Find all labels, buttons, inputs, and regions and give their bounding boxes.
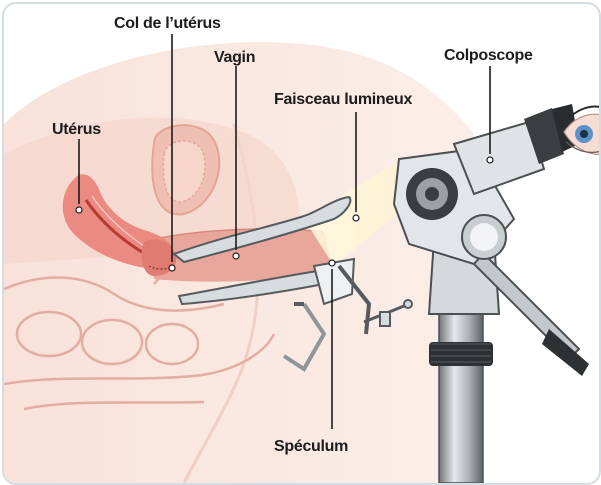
colposcopy-illustration: Col de l’utérus Vagin Utérus Faisceau lu…	[4, 4, 599, 483]
label-uterus: Utérus	[52, 121, 101, 138]
label-cervix: Col de l’utérus	[114, 15, 221, 32]
label-light-beam: Faisceau lumineux	[274, 91, 412, 108]
label-colposcope: Colposcope	[444, 47, 533, 64]
label-vagina: Vagin	[214, 49, 255, 66]
label-speculum: Spéculum	[274, 438, 348, 455]
